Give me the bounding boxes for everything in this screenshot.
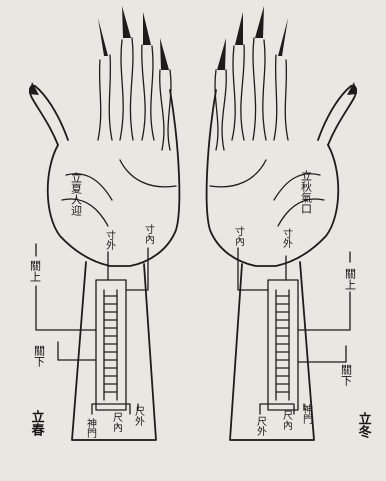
right-guan-upper-label: 關上	[344, 268, 356, 290]
right-chi-outer-label: 尺外	[254, 416, 265, 436]
right-chi-inner-label: 尺內	[280, 410, 291, 430]
left-guan-lower-label: 關下	[33, 345, 45, 367]
left-shenmen-label: 神門	[84, 418, 95, 438]
left-chi-inner-label: 尺內	[110, 412, 121, 432]
right-cun-inner-label: 寸內	[232, 226, 243, 246]
left-season-top-label: 立夏人迎	[70, 172, 82, 216]
right-cun-outer-label: 寸外	[280, 228, 291, 248]
left-guan-upper-label: 關上	[29, 260, 41, 282]
right-season-top-label: 立秋氣口	[300, 170, 312, 214]
left-chi-outer-label: 尺外	[132, 406, 143, 426]
right-guan-lower-label: 關下	[340, 364, 352, 386]
right-shenmen-label: 神門	[300, 404, 311, 424]
left-cun-inner-label: 寸內	[142, 224, 153, 244]
right-season-bottom-label: 立冬	[356, 412, 370, 438]
left-season-bottom-label: 立春	[29, 410, 43, 436]
left-cun-outer-label: 寸外	[103, 230, 114, 250]
